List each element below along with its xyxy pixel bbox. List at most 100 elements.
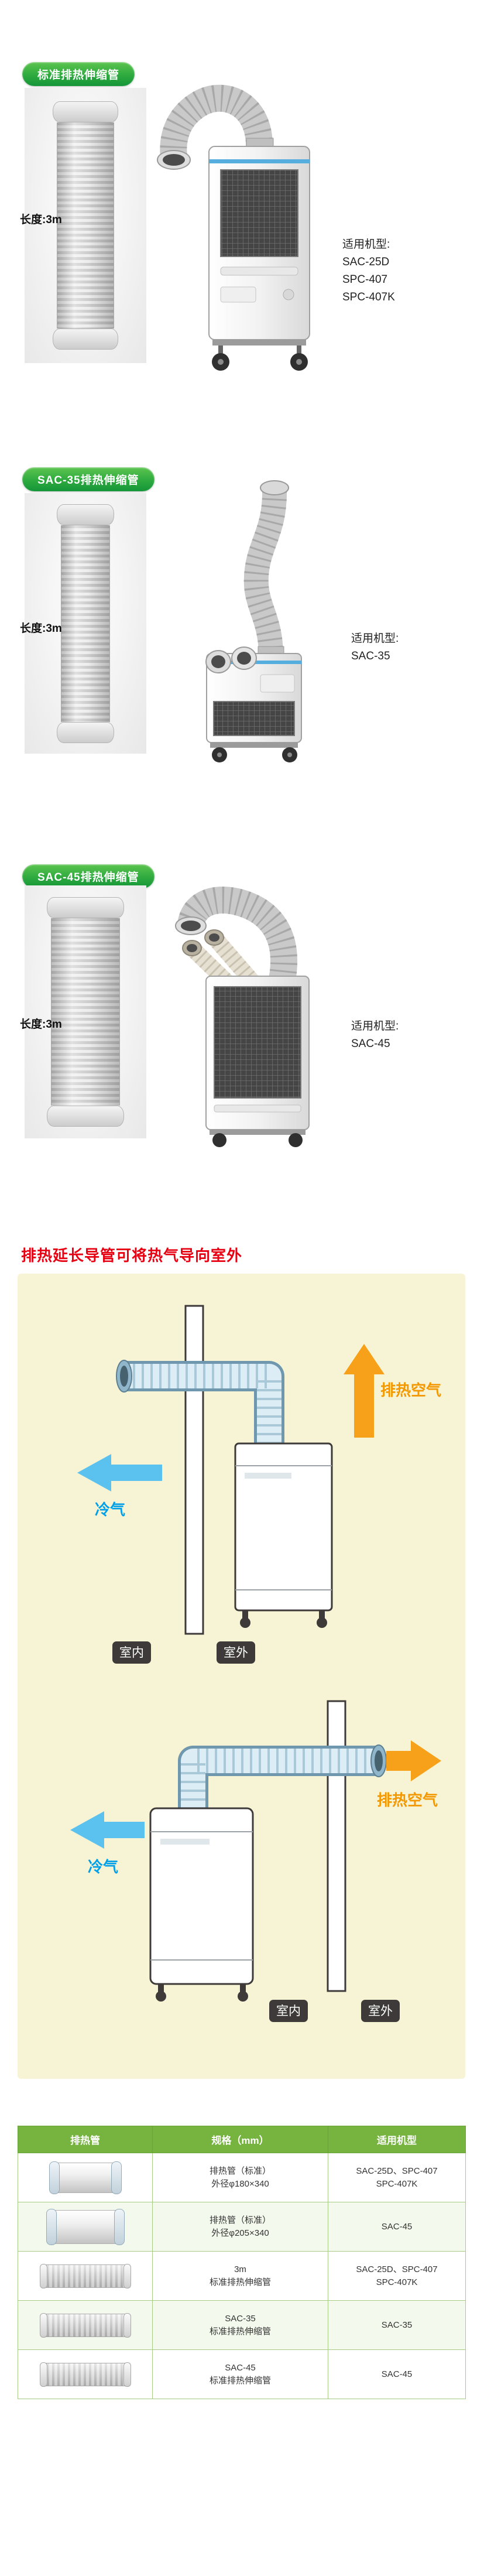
section-badge: SAC-35排热伸缩管 xyxy=(22,467,155,491)
tube-bottom-cap xyxy=(53,329,118,350)
indoor-badge xyxy=(112,1641,151,1664)
model-name: SAC-35 xyxy=(351,650,390,662)
spec-table: 排热管 规格（mm） 适用机型 排热管（标准）外径φ180×340 SAC-25… xyxy=(18,2126,466,2399)
hot-air-arrow xyxy=(344,1344,385,1438)
flexible-duct xyxy=(160,84,273,159)
tube-top-cap xyxy=(57,504,114,525)
duct-image xyxy=(39,2312,131,2338)
air-conditioner-image xyxy=(157,84,310,371)
models-text: SAC-45 xyxy=(328,2349,466,2399)
models-text: SAC-35 xyxy=(328,2300,466,2350)
blue-trim xyxy=(209,159,310,163)
hot-air-label: 排热空气 xyxy=(380,1381,441,1399)
cold-air-label: 冷气 xyxy=(88,1858,118,1876)
length-label: 长度:3m xyxy=(20,622,62,635)
tube-corrugated-body xyxy=(57,122,114,329)
table-header-row: 排热管 规格（mm） 适用机型 xyxy=(18,2126,466,2153)
hot-air-arrow xyxy=(386,1740,441,1781)
models-text: SAC-45 xyxy=(328,2202,466,2252)
duct-image xyxy=(39,2263,131,2288)
tube-top-cap xyxy=(47,897,124,918)
col-header-duct: 排热管 xyxy=(18,2126,153,2153)
table-row: 排热管（标准）外径φ205×340 SAC-45 xyxy=(18,2202,466,2252)
models-label: 适用机型: xyxy=(342,238,390,251)
duct-image xyxy=(49,2161,122,2194)
cold-air-arrow xyxy=(70,1811,145,1849)
installation-diagram-top: 排热空气 冷气 室内 室外 xyxy=(77,1305,441,1664)
cold-air-arrow xyxy=(77,1454,162,1491)
indoor-badge xyxy=(269,2000,308,2022)
air-conditioner-image xyxy=(205,480,302,762)
tube-bottom-cap xyxy=(57,721,114,743)
tube-corrugated-body xyxy=(61,525,110,722)
tube-corrugated-body xyxy=(51,918,120,1106)
indoor-label: 室内 xyxy=(276,2004,301,2018)
applicable-models: 适用机型: SAC-25D SPC-407 SPC-407K xyxy=(342,236,395,306)
col-header-models: 适用机型 xyxy=(328,2126,466,2153)
front-grille xyxy=(213,701,295,736)
cold-air-label: 冷气 xyxy=(95,1501,125,1518)
indoor-label: 室内 xyxy=(119,1646,144,1660)
model-name: SAC-25D xyxy=(342,256,390,268)
length-label: 长度:3m xyxy=(20,214,62,226)
caster-wheel xyxy=(289,1133,303,1147)
installation-diagram-bottom: 排热空气 冷气 室内 室外 xyxy=(70,1700,441,2022)
duct-tube-image xyxy=(57,504,114,743)
duct-photo-panel xyxy=(25,493,146,754)
tube-bottom-cap xyxy=(47,1106,124,1127)
duct-image xyxy=(46,2208,125,2245)
model-name: SAC-45 xyxy=(351,1038,390,1050)
duct-corrugation xyxy=(177,887,297,983)
duct xyxy=(181,1749,379,1809)
caster-wheel xyxy=(238,1991,248,2002)
front-grille xyxy=(214,986,301,1099)
models-label: 适用机型: xyxy=(351,632,399,645)
duct xyxy=(124,1364,282,1445)
section-badge: 标准排热伸缩管 xyxy=(22,62,135,86)
wall xyxy=(327,1700,346,1992)
spec-text: 排热管（标准）外径φ180×340 xyxy=(152,2153,328,2202)
wall xyxy=(184,1305,204,1635)
applicable-models: 适用机型: SAC-35 xyxy=(351,630,399,665)
outdoor-badge xyxy=(361,2000,400,2022)
col-header-spec: 规格（mm） xyxy=(152,2126,328,2153)
model-name: SPC-407K xyxy=(342,291,395,303)
duct-photo-panel xyxy=(25,88,146,363)
duct-image xyxy=(39,2362,131,2387)
duct-opening xyxy=(260,480,289,495)
spec-text: 排热管（标准）外径φ205×340 xyxy=(152,2202,328,2252)
hot-air-label: 排热空气 xyxy=(377,1791,438,1809)
length-label: 长度:3m xyxy=(20,1018,62,1031)
caster-wheel xyxy=(212,1133,226,1147)
duct-photo-panel xyxy=(25,885,146,1138)
control-panel xyxy=(260,674,295,693)
duct-tube-image xyxy=(47,897,124,1127)
section-badge: SAC-45排热伸缩管 xyxy=(22,864,155,888)
outdoor-label: 室外 xyxy=(368,2004,393,2018)
models-label: 适用机型: xyxy=(351,1020,399,1032)
outdoor-label: 室外 xyxy=(224,1646,248,1660)
air-conditioner-image xyxy=(175,887,310,1147)
caster-wheel xyxy=(156,1991,166,2002)
unit-outline xyxy=(149,1807,254,1985)
caster-wheel xyxy=(317,1617,327,1628)
tube-top-cap xyxy=(53,101,118,122)
model-name: SPC-407 xyxy=(342,273,388,286)
outdoor-badge xyxy=(217,1641,255,1664)
front-grille xyxy=(220,169,298,257)
duct-corrugation xyxy=(243,487,287,656)
duct-tube-image xyxy=(53,101,118,350)
control-panel xyxy=(220,286,256,303)
diagram-title: 排热延长导管可将热气导向室外 xyxy=(21,1247,243,1264)
applicable-models: 适用机型: SAC-45 xyxy=(351,1018,399,1053)
